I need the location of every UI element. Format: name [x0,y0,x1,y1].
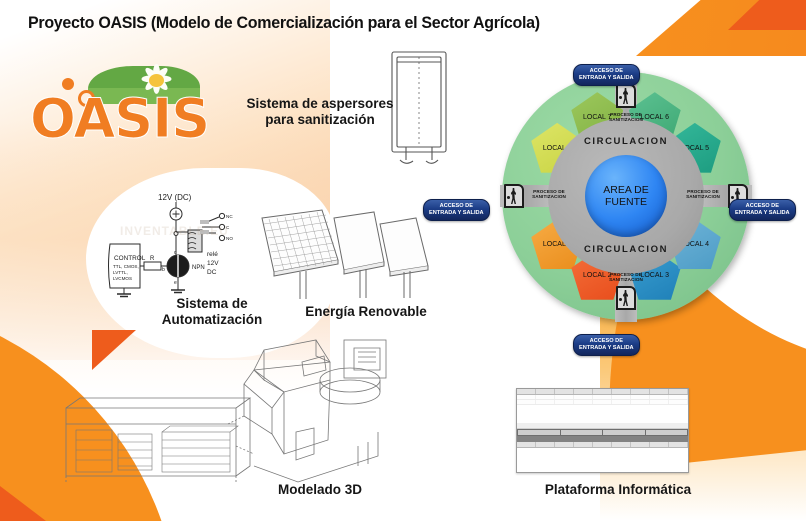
sanitization-label-left: PROCESO DE SANITIZACION [532,189,566,200]
circuit-control-sub-1: TTL, CMOS, [113,264,139,269]
architectural-3d-model-illustration [65,339,387,483]
core-label-line1: AREA DE [603,183,649,196]
platform-grid-header [517,389,688,395]
platform-body [517,448,688,472]
logo-wordmark: OASIS [29,87,210,150]
sprinkler-door-illustration [391,51,447,164]
sanitization-label-bottom: PROCESO DE SANITIZACION [609,272,643,283]
access-label-line1: ACCESO DE [439,203,473,209]
platform-panel-title [517,436,688,442]
platform-grid-header-2 [517,442,688,448]
caption-sprinkler-system: Sistema de aspersores para sanitización [246,96,394,127]
bubble-small-icon [62,78,74,90]
access-badge-right[interactable]: ACCESO DE ENTRADA Y SALIDA [729,199,796,221]
table-row[interactable] [517,400,688,405]
local-label: LOCAL 3 [640,271,669,279]
circuit-collector-pin: c [174,250,177,256]
access-label-line1: ACCESO DE [745,203,779,209]
sanitization-door-icon-left [504,184,524,208]
automation-circuit-illustration: 12V (DC) NC C NO relé 12V DC NPN R b c e… [108,193,233,298]
circuit-relay-label-3: DC [207,269,217,276]
circulation-label-bottom: CIRCULACION [583,244,669,255]
local-label: LOCAL 8 [542,144,572,152]
hill-base-icon [88,88,200,104]
access-label-line2: ENTRADA Y SALIDA [579,74,634,81]
circuit-control-title: CONTROL [114,255,146,262]
daisy-flower-icon [134,62,180,98]
area-de-fuente-label: AREA DE FUENTE [603,184,649,208]
page-title: Proyecto OASIS (Modelo de Comercializaci… [28,14,540,32]
area-de-fuente-core[interactable]: AREA DE FUENTE [585,155,667,237]
platform-screenshot[interactable] [516,388,689,473]
circulation-wheel-diagram: LOCAL 1 LOCAL 2 LOCAL 3 LOCAL 4 LOCAL 5 … [500,70,752,322]
circuit-c-label: C [226,225,230,230]
table-row[interactable] [517,395,688,400]
circuit-nc-label: NC [226,214,233,219]
local-label: LOCAL 4 [680,240,710,248]
bubble-medium-icon [78,90,95,107]
local-label: LOCAL 5 [680,144,710,152]
access-label-line1: ACCESO DE [589,338,623,344]
caption-3d-model: Modelado 3D [277,482,362,497]
circuit-no-label: NO [226,236,233,241]
local-label: LOCAL 1 [542,240,572,248]
access-label-line2: ENTRADA Y SALIDA [579,344,634,351]
circuit-control-sub-3: LVCMOS [113,276,132,281]
access-label-line2: ENTRADA Y SALIDA [735,209,790,216]
access-badge-left[interactable]: ACCESO DE ENTRADA Y SALIDA [423,199,490,221]
platform-tabstrip[interactable] [517,429,688,436]
caption-automation-system: Sistema de Automatización [161,296,263,327]
oasis-logo: OASIS [22,62,212,154]
circuit-control-sub-2: LVTTL, [113,270,128,275]
local-label: LOCAL 7 [582,113,612,121]
sanitization-door-icon-bottom [616,286,636,310]
circulation-label-top: CIRCULACION [583,136,669,147]
access-badge-bottom[interactable]: ACCESO DE ENTRADA Y SALIDA [573,334,640,356]
sanitization-door-icon-top [616,84,636,108]
platform-blank-area [517,405,688,423]
local-label: LOCAL 2 [582,271,612,279]
circuit-relay-label-2: 12V [207,260,219,267]
local-label: LOCAL 6 [640,113,669,121]
sanitization-label-top: PROCESO DE SANITIZACION [609,112,643,123]
circuit-emitter-pin: e [174,280,177,286]
circuit-supply-label: 12V (DC) [158,193,192,202]
platform-toolbar[interactable] [517,423,688,429]
solar-panels-illustration [261,209,429,299]
circuit-base-pin: b [162,267,165,273]
circuit-resistor-label: R [150,256,155,262]
access-badge-top[interactable]: ACCESO DE ENTRADA Y SALIDA [573,64,640,86]
watermark-text: INVENTABLE.EU [120,224,229,238]
circuit-relay-label-1: relé [207,251,218,258]
sanitization-label-right: PROCESO DE SANITIZACION [686,189,720,200]
circuit-npn-label: NPN [192,265,205,271]
access-label-line2: ENTRADA Y SALIDA [429,209,484,216]
caption-renewable-energy: Energía Renovable [305,304,427,319]
access-label-line1: ACCESO DE [589,68,623,74]
core-label-line2: FUENTE [605,196,647,208]
caption-platform: Plataforma Informática [544,482,692,497]
